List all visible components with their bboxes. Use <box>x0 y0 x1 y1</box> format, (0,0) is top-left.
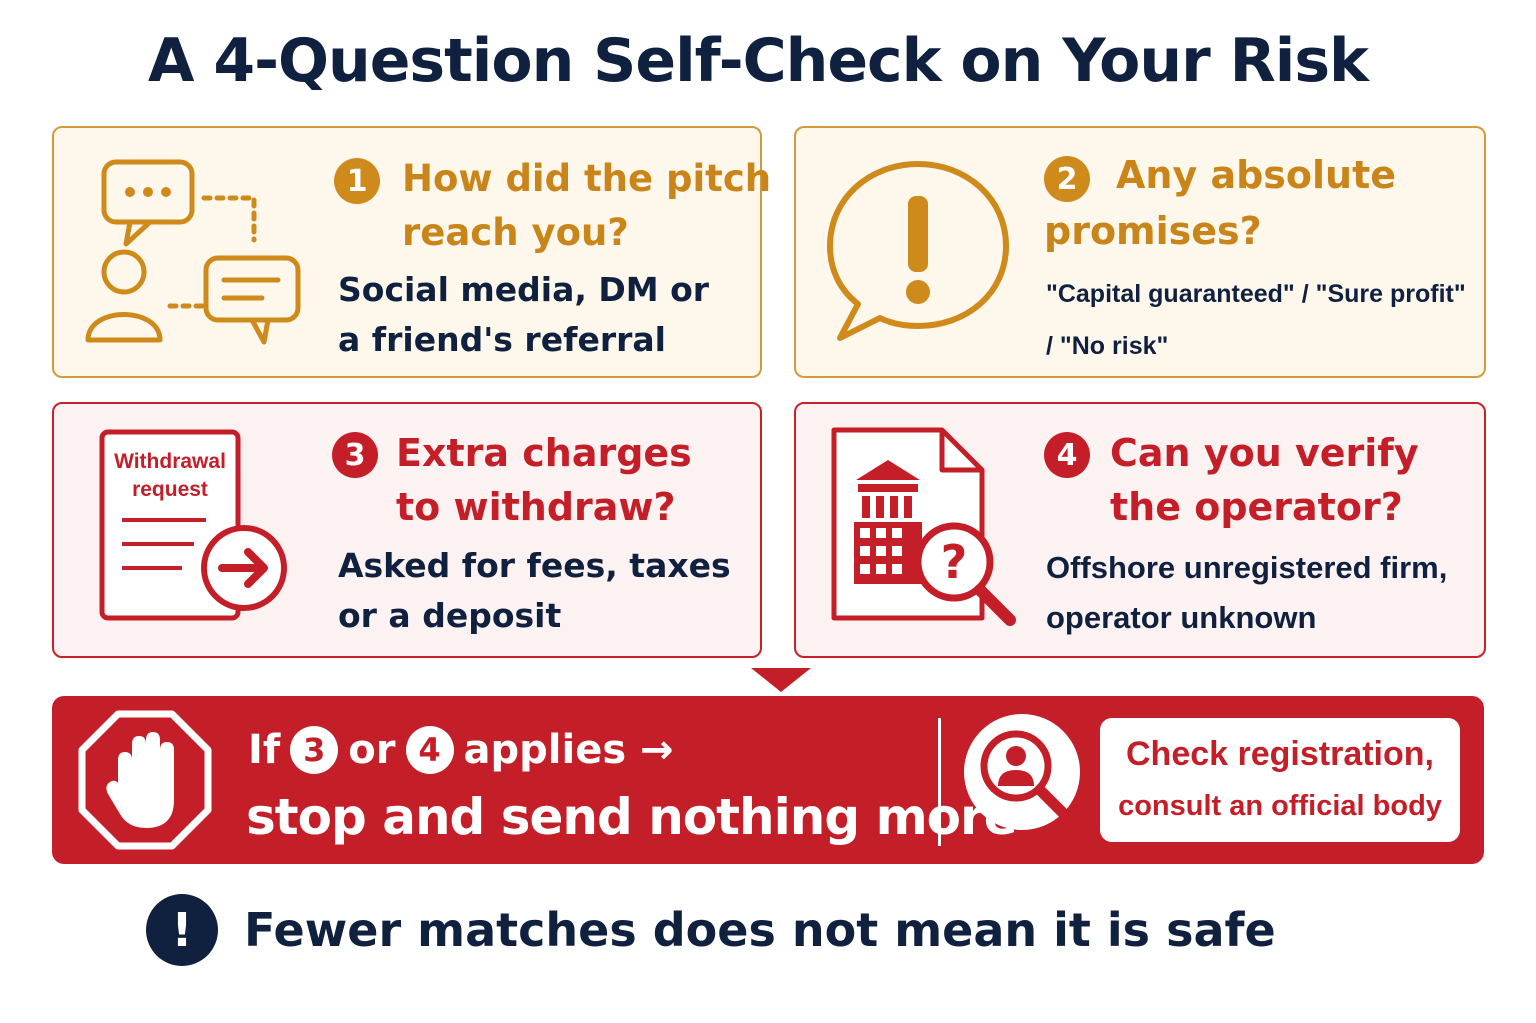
request-label: request <box>132 478 208 501</box>
question-text-1-line1: How did the pitch <box>402 157 772 200</box>
exclamation-speech-icon <box>827 161 1009 341</box>
page-title: A 4-Question Self-Check on Your Risk <box>148 26 1369 96</box>
answer-text-4-line2: operator unknown <box>1046 600 1317 635</box>
banner-action: stop and send nothing more <box>246 788 1018 846</box>
question-text-4-line2: the operator? <box>1110 485 1403 529</box>
question-number-4: 4 <box>1044 432 1090 478</box>
banner-condition: If 3 or 4 applies → <box>248 726 674 774</box>
question-number-3: 3 <box>332 432 378 478</box>
banner-applies: applies → <box>463 727 674 773</box>
banner-if: If <box>248 727 281 773</box>
question-text-4-line1: Can you verify <box>1110 431 1419 475</box>
question-text-2-line2: promises? <box>1044 209 1262 253</box>
question-number-1: 1 <box>334 158 380 204</box>
question-text-3-line1: Extra charges <box>396 431 692 475</box>
withdrawal-label: Withdrawal <box>114 450 226 473</box>
answer-text-4-line1: Offshore unregistered firm, <box>1046 550 1448 585</box>
question-text-1-line2: reach you? <box>402 211 629 254</box>
cta-box: Check registration, consult an official … <box>1100 718 1460 842</box>
question-card-3: Withdrawal request 3 Extra charges to wi… <box>52 402 762 658</box>
question-card-2: 2 Any absolute promises? "Capital guaran… <box>794 126 1486 378</box>
answer-text-1-line2: a friend's referral <box>338 320 666 359</box>
cta-line1: Check registration, <box>1126 735 1434 773</box>
question-number-2: 2 <box>1044 156 1090 202</box>
svg-text:?: ? <box>941 535 968 589</box>
chat-person-icon <box>85 159 301 345</box>
answer-text-3-line2: or a deposit <box>338 596 562 635</box>
footer-warning-text: Fewer matches does not mean it is safe <box>244 903 1276 957</box>
banner-or: or <box>348 727 396 773</box>
question-card-1: 1 How did the pitch reach you? Social me… <box>52 126 771 378</box>
stop-hand-icon <box>78 710 212 850</box>
down-arrow-icon <box>751 668 811 692</box>
action-banner: If 3 or 4 applies → stop and send nothin… <box>52 696 1484 864</box>
exclamation-icon: ! <box>146 894 218 966</box>
cta-line2: consult an official body <box>1118 790 1442 822</box>
question-text-3-line2: to withdraw? <box>396 485 676 529</box>
question-card-4: ? 4 Can you verify the operator? Offshor… <box>794 402 1486 658</box>
banner-number-3: 3 <box>290 726 339 774</box>
person-search-icon <box>964 714 1080 830</box>
footer-warning: ! Fewer matches does not mean it is safe <box>146 894 1276 966</box>
answer-text-1-line1: Social media, DM or <box>338 270 710 309</box>
answer-text-2-line1: "Capital guaranteed" / "Sure profit" <box>1046 280 1466 308</box>
building-search-icon: ? <box>831 427 1016 626</box>
answer-text-3-line1: Asked for fees, taxes <box>338 546 731 585</box>
banner-number-4: 4 <box>405 726 454 774</box>
answer-text-2-line2: / "No risk" <box>1046 332 1169 360</box>
banner-divider <box>938 718 941 846</box>
withdrawal-document-icon: Withdrawal request <box>99 429 287 621</box>
question-text-2-line1: Any absolute <box>1116 153 1397 197</box>
